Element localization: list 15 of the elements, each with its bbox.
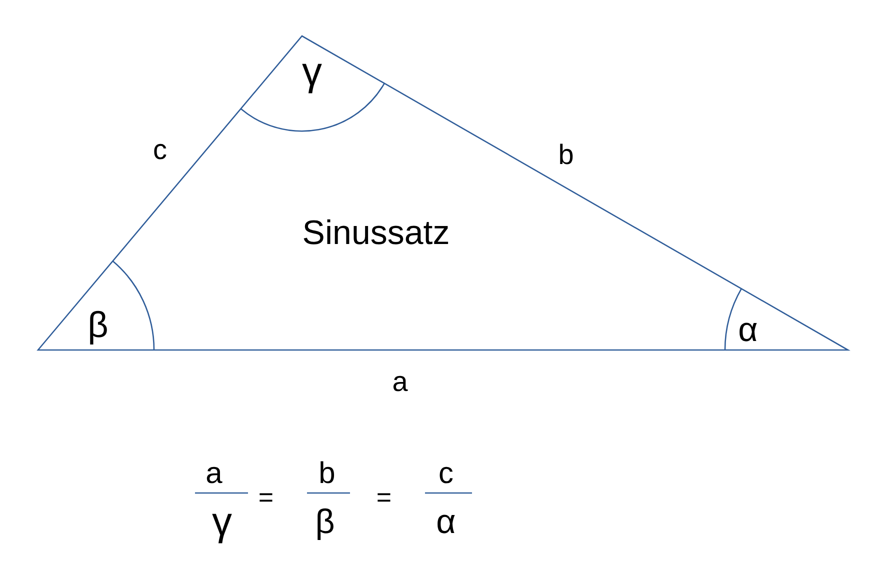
angle-label: γ xyxy=(302,52,322,92)
angle-label: β xyxy=(88,307,108,343)
formula-numerator: c xyxy=(438,459,454,489)
title-text: Sinussatz xyxy=(302,216,450,250)
formula-denominator: α xyxy=(436,505,456,539)
side-label: a xyxy=(392,368,408,396)
equals-sign: = xyxy=(376,484,392,510)
formula-denominator: β xyxy=(315,505,335,539)
formula-numerator: a xyxy=(206,459,222,489)
side-label: c xyxy=(153,136,167,164)
formula-denominator: γ xyxy=(212,502,232,542)
equals-sign: = xyxy=(258,484,274,510)
angle-label: α xyxy=(738,313,758,347)
side-label: b xyxy=(558,141,574,169)
formula-numerator: b xyxy=(318,459,336,489)
